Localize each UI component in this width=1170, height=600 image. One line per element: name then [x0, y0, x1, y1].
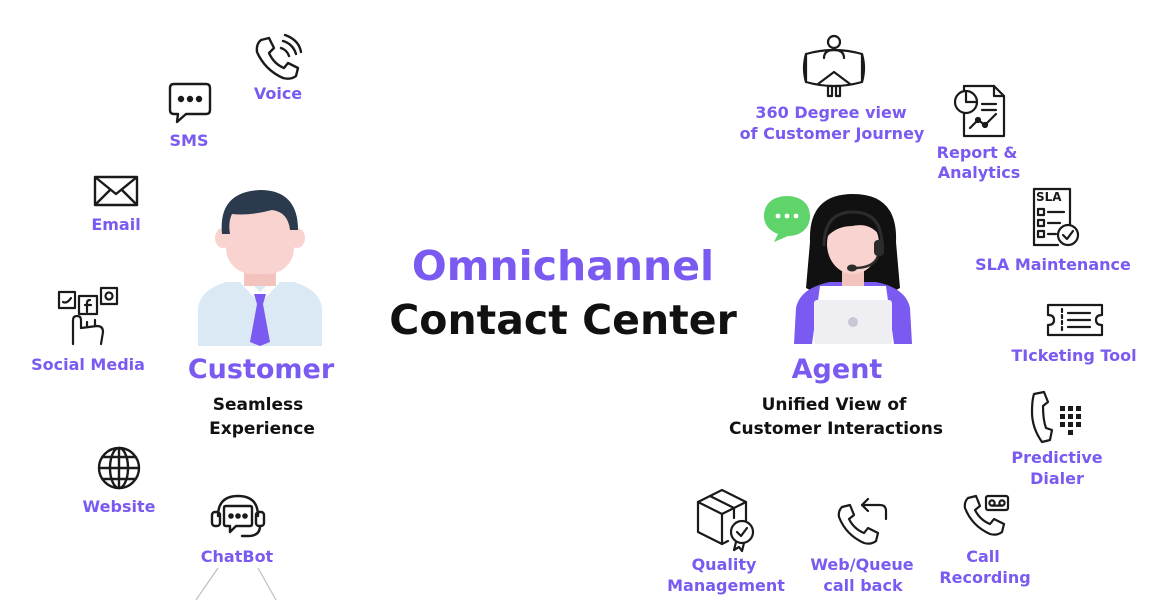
agent-avatar	[790, 192, 916, 344]
phone-recorder-icon	[962, 492, 1010, 540]
envelope-icon	[93, 175, 139, 207]
label-callback-line2: call back	[823, 576, 903, 595]
label-voice: Voice	[253, 84, 303, 103]
title-contact-center: Contact Center	[389, 296, 737, 344]
label-recording-line1: Call	[966, 547, 1000, 566]
label-website: Website	[82, 497, 156, 516]
label-dialer-line2: Dialer	[1030, 469, 1084, 488]
headset-chat-icon	[210, 494, 266, 540]
agent-subtitle-line2: Customer Interactions	[729, 419, 943, 439]
label-sms: SMS	[169, 131, 209, 150]
customer-subtitle-line2: Experience	[209, 419, 315, 439]
chat-bubble-icon	[762, 194, 812, 244]
connector-lines	[192, 566, 282, 600]
sla-badge-text: SLA	[1036, 190, 1062, 204]
agent-title: Agent	[791, 354, 883, 385]
customer-title: Customer	[187, 354, 335, 385]
label-sla-maintenance: SLA Maintenance	[975, 255, 1131, 274]
label-report-line2: Analytics	[937, 163, 1021, 182]
chat-dots-icon	[168, 82, 212, 124]
customer-subtitle-line1: Seamless	[212, 395, 304, 415]
label-dialer-line1: Predictive	[1011, 448, 1103, 467]
label-callback-line1: Web/Queue	[810, 555, 914, 574]
label-journey-line2: of Customer Journey	[739, 124, 925, 143]
label-report-line1: Report &	[936, 143, 1018, 162]
label-journey-line1: 360 Degree view	[755, 103, 907, 122]
phone-callback-icon	[836, 497, 892, 549]
customer-avatar	[190, 186, 330, 346]
globe-icon	[97, 446, 141, 490]
report-chart-icon	[952, 84, 1006, 138]
label-ticketing-tool: TIcketing Tool	[1011, 346, 1137, 365]
ticket-icon	[1046, 303, 1104, 337]
box-badge-icon	[694, 488, 758, 553]
agent-subtitle-line1: Unified View of	[761, 395, 907, 415]
phone-ringing-icon	[253, 33, 303, 82]
label-chatbot: ChatBot	[200, 547, 274, 566]
phone-keypad-icon	[1030, 390, 1086, 444]
label-social-media: Social Media	[31, 355, 145, 374]
sla-checklist-icon: SLA	[1028, 187, 1080, 249]
label-email: Email	[91, 215, 141, 234]
title-omnichannel: Omnichannel	[411, 242, 715, 290]
label-quality-line1: Quality	[691, 555, 757, 574]
label-quality-line2: Management	[667, 576, 785, 595]
vr-person-icon	[800, 34, 868, 98]
social-hand-icon	[57, 286, 121, 348]
label-recording-line2: Recording	[939, 568, 1031, 587]
